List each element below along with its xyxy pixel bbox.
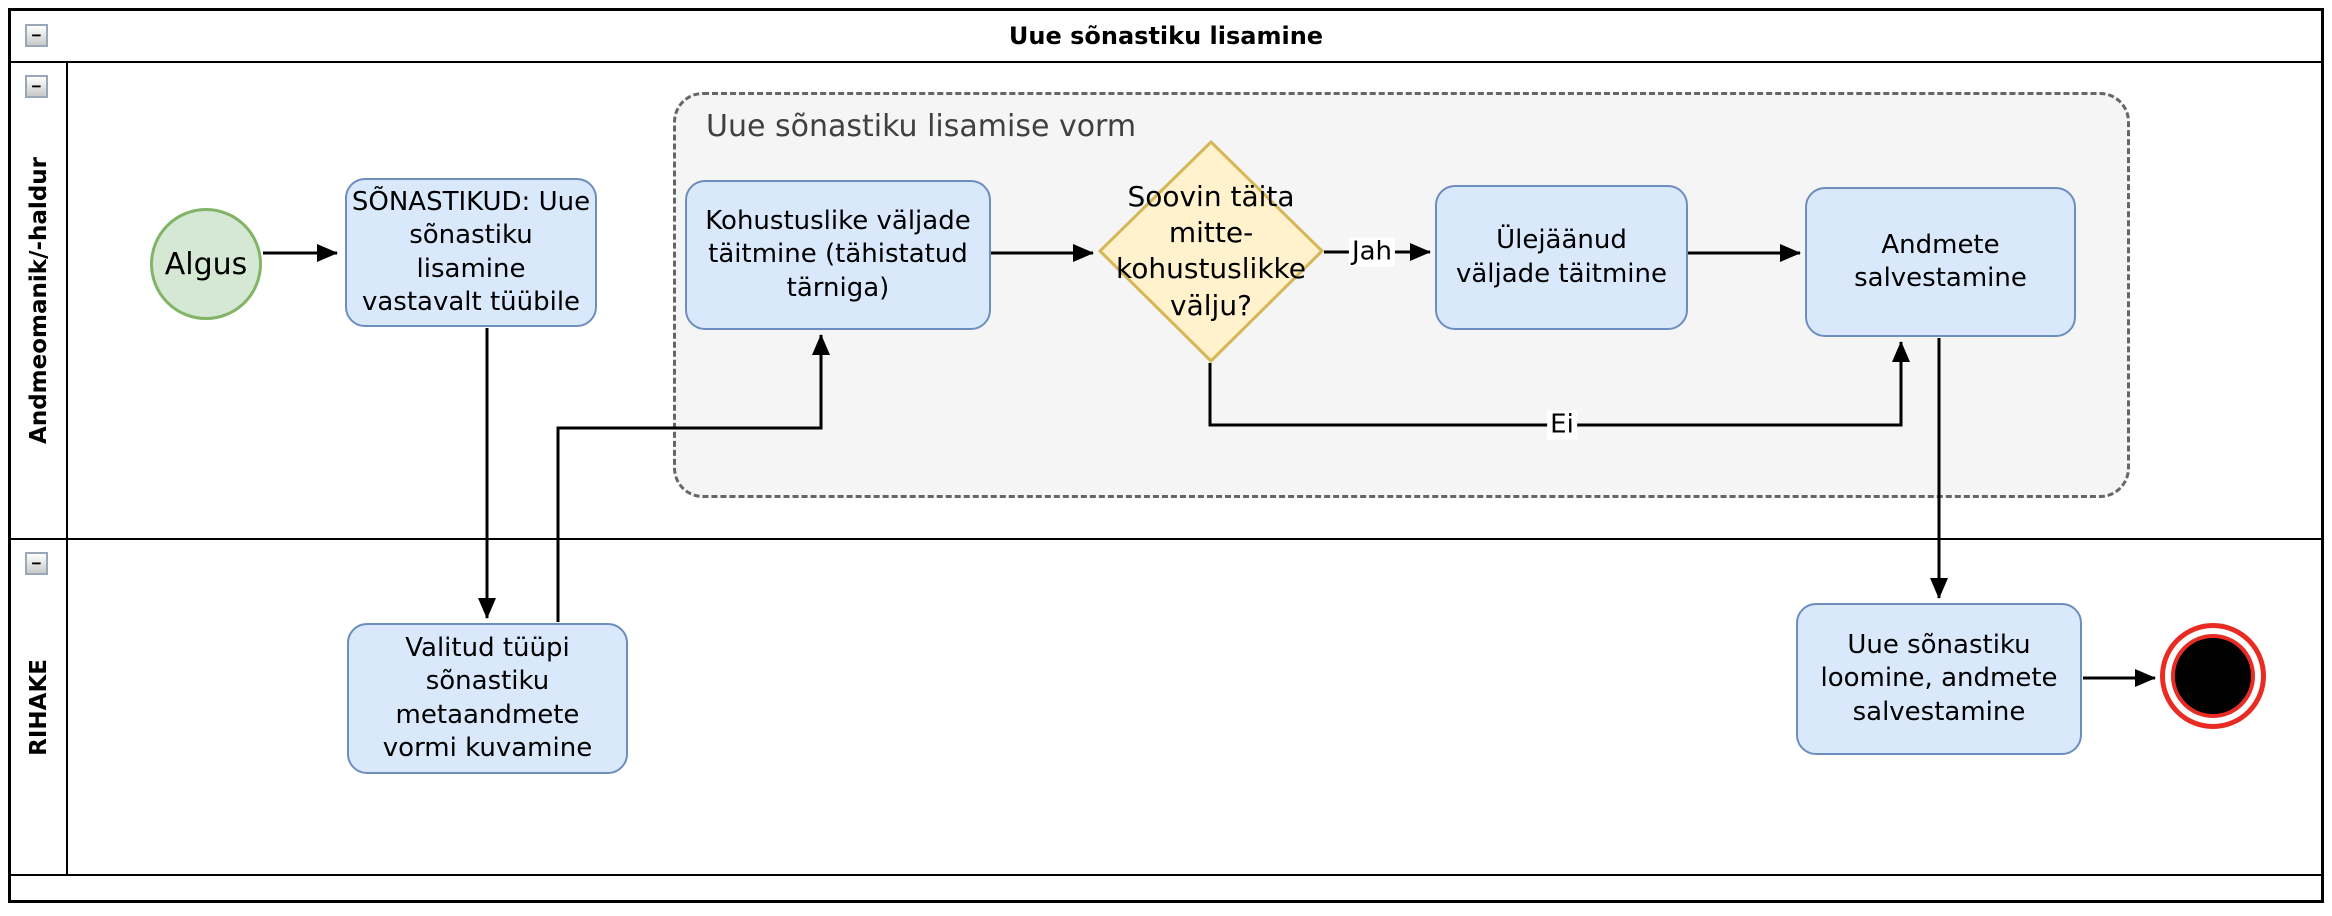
pool-title-bar: − Uue sõnastiku lisamine	[11, 11, 2321, 63]
edge-label-jah: Jah	[1348, 238, 1396, 267]
task-label: Ülejäänud väljade täitmine	[1455, 225, 1668, 289]
lane-rihake-collapse-button[interactable]: −	[25, 552, 48, 575]
lane-andmeomanik-haldur: − Andmeomanik/-haldur	[11, 63, 2321, 540]
task-label: SÕNASTIKUD: Uue sõnastiku lisamine vasta…	[351, 186, 591, 317]
task-kohustuslike-valjade-taitmine[interactable]: Kohustuslike väljade täitmine (tähistatu…	[685, 180, 991, 330]
task-label: Uue sõnastiku loomine, andmete salvestam…	[1820, 630, 2058, 727]
task-ulejaanud-valjade-taitmine[interactable]: Ülejäänud väljade täitmine	[1435, 185, 1688, 330]
gateway-label: Soovin täita mitte- kohustuslikke välju?	[1116, 179, 1306, 322]
task-valitud-tuupi-metaandmete-vorm[interactable]: Valitud tüüpi sõnastiku metaandmete vorm…	[347, 623, 628, 774]
pool-title: Uue sõnastiku lisamine	[1008, 22, 1324, 50]
task-label: Kohustuslike väljade täitmine (tähistatu…	[705, 206, 971, 303]
start-event-label: Algus	[164, 246, 248, 282]
lane-andmeomanik-collapse-button[interactable]: −	[25, 75, 48, 98]
gateway-diamond-shape	[1098, 140, 1324, 363]
end-event-inner-circle	[2171, 634, 2255, 718]
task-uue-sonastiku-loomine[interactable]: Uue sõnastiku loomine, andmete salvestam…	[1796, 603, 2082, 755]
lane-rihake-label: RIHAKE	[25, 658, 52, 756]
lane-label-column: − RIHAKE	[11, 540, 68, 874]
lane-rihake: − RIHAKE	[11, 540, 2321, 876]
lane-andmeomanik-label: Andmeomanik/-haldur	[25, 157, 52, 444]
pool-collapse-button[interactable]: −	[25, 24, 48, 47]
task-andmete-salvestamine[interactable]: Andmete salvestamine	[1805, 187, 2076, 337]
edge-label-ei: Ei	[1547, 411, 1577, 440]
group-label: Uue sõnastiku lisamise vorm	[706, 109, 1137, 144]
end-event[interactable]	[2160, 623, 2266, 729]
task-sonastikud-uue-sonastiku-lisamine[interactable]: SÕNASTIKUD: Uue sõnastiku lisamine vasta…	[345, 178, 597, 327]
task-label: Valitud tüüpi sõnastiku metaandmete vorm…	[382, 632, 593, 763]
lane-label-column: − Andmeomanik/-haldur	[11, 63, 68, 538]
task-label: Andmete salvestamine	[1854, 229, 2027, 293]
gateway-soovin-taita[interactable]: Soovin täita mitte- kohustuslikke välju?	[1098, 140, 1324, 363]
start-event[interactable]: Algus	[150, 208, 262, 320]
